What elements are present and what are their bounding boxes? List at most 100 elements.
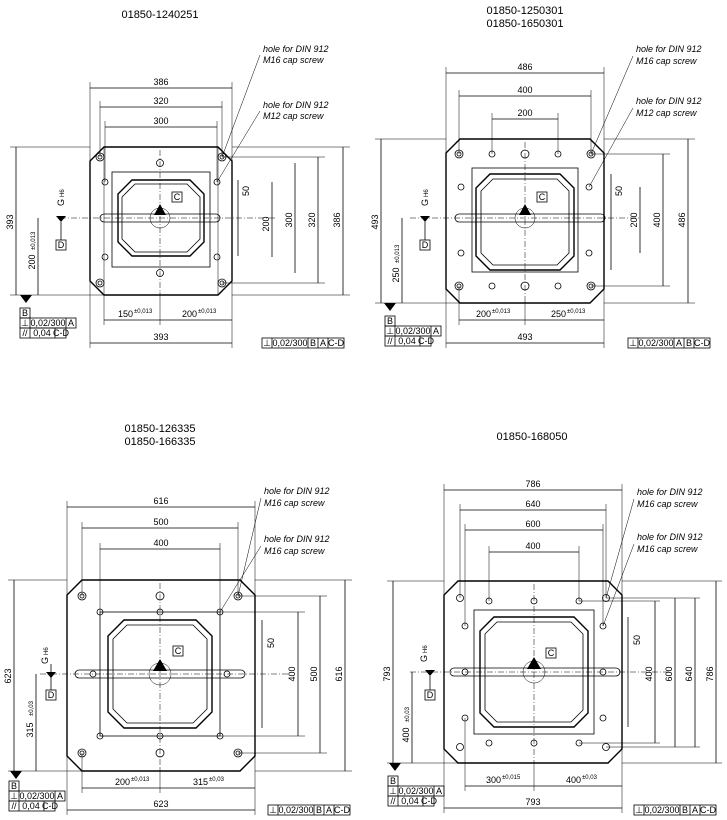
svg-text:315: 315 <box>25 722 35 737</box>
svg-text:C-D: C-D <box>334 805 350 815</box>
svg-text:486: 486 <box>517 62 532 72</box>
svg-text:hole for DIN 912: hole for DIN 912 <box>263 44 329 54</box>
svg-text:400: 400 <box>153 538 168 548</box>
svg-text:400: 400 <box>644 666 654 681</box>
mounting-holes <box>95 152 227 288</box>
svg-text:640: 640 <box>684 666 694 681</box>
svg-text:400: 400 <box>525 541 540 551</box>
svg-text:M12 cap screw: M12 cap screw <box>263 111 324 121</box>
svg-text:400: 400 <box>401 727 411 742</box>
svg-text:0,04: 0,04 <box>22 801 40 811</box>
svg-text:C: C <box>539 192 546 202</box>
svg-text:0,04: 0,04 <box>33 328 51 338</box>
datum-d-box <box>55 239 67 251</box>
svg-text:200: 200 <box>182 309 197 319</box>
svg-text:786: 786 <box>705 666 715 681</box>
svg-text:793: 793 <box>382 666 392 681</box>
svg-text:A: A <box>433 326 439 336</box>
svg-text:A: A <box>57 791 63 801</box>
panel-4: 01850-168050 C D G H6 786 640 600 400 ho… <box>382 431 722 816</box>
svg-text:D: D <box>58 240 65 250</box>
svg-text:hole for DIN 912: hole for DIN 912 <box>637 487 703 497</box>
svg-text:M16 cap screw: M16 cap screw <box>264 546 325 556</box>
svg-text://: // <box>11 801 17 811</box>
datum-c-box <box>171 191 183 203</box>
svg-text:B: B <box>390 776 396 786</box>
svg-text:H6: H6 <box>44 647 50 655</box>
svg-text:C-D: C-D <box>421 796 437 806</box>
svg-text:400: 400 <box>517 85 532 95</box>
svg-text:50: 50 <box>632 635 642 645</box>
svg-text:hole for DIN 912: hole for DIN 912 <box>263 100 329 110</box>
svg-text:0,04: 0,04 <box>398 336 416 346</box>
panel-2: 01850-1250301 01850-1650301 C D G H6 486… <box>370 5 710 349</box>
fcf-left: B ⊥ 0,02/300 A // 0,04 C-D <box>387 775 445 807</box>
svg-text:400: 400 <box>287 666 297 681</box>
svg-text:250: 250 <box>391 267 401 282</box>
svg-text:G: G <box>419 655 429 662</box>
svg-text:150: 150 <box>118 309 133 319</box>
svg-text:393: 393 <box>5 214 15 229</box>
svg-text:01850-168050: 01850-168050 <box>497 431 568 443</box>
svg-text:200: 200 <box>517 108 532 118</box>
fcf-right: ⊥ 0,02/300 B A C-D <box>267 804 350 816</box>
svg-text:0,02/300: 0,02/300 <box>30 318 65 328</box>
svg-text:⊥: ⊥ <box>635 805 643 815</box>
svg-text:315: 315 <box>193 777 208 787</box>
pocket-octagon <box>479 616 589 728</box>
svg-text:±0,013: ±0,013 <box>198 309 217 315</box>
svg-text://: // <box>387 336 393 346</box>
svg-text:±0,03: ±0,03 <box>209 777 225 783</box>
svg-text:±0,013: ±0,013 <box>395 244 401 263</box>
fcf-right: ⊥ 0,02/300 B A C-D <box>633 804 716 816</box>
svg-text:0,02/300: 0,02/300 <box>638 338 673 348</box>
svg-text:C-D: C-D <box>694 338 710 348</box>
svg-text:01850-126335: 01850-126335 <box>125 423 196 435</box>
fcf-left: B ⊥ 0,02/300 A // 0,04 C-D <box>19 307 77 339</box>
svg-text:hole for DIN 912: hole for DIN 912 <box>636 96 702 106</box>
svg-text:200: 200 <box>629 212 639 227</box>
svg-text:B: B <box>387 316 393 326</box>
svg-text:A: A <box>436 786 442 796</box>
svg-text:300: 300 <box>486 775 501 785</box>
svg-text:01850-1650301: 01850-1650301 <box>486 18 563 30</box>
svg-text:±0,03: ±0,03 <box>582 775 598 781</box>
fcf-left: B ⊥ 0,02/300 A // 0,04 C-D <box>8 780 66 812</box>
svg-text:C-D: C-D <box>328 338 344 348</box>
svg-text:M16 cap screw: M16 cap screw <box>263 55 324 65</box>
svg-text:hole for DIN 912: hole for DIN 912 <box>637 532 703 542</box>
svg-text:0,02/300: 0,02/300 <box>19 791 54 801</box>
svg-text:400: 400 <box>652 212 662 227</box>
svg-text:±0,013: ±0,013 <box>31 231 37 250</box>
svg-text:640: 640 <box>525 499 540 509</box>
svg-text:320: 320 <box>307 212 317 227</box>
svg-text:200: 200 <box>261 216 271 231</box>
svg-text:±0,013: ±0,013 <box>134 309 153 315</box>
svg-text:200: 200 <box>476 309 491 319</box>
svg-text:C-D: C-D <box>42 801 58 811</box>
svg-text:M12 cap screw: M12 cap screw <box>636 108 697 118</box>
svg-text:H6: H6 <box>423 645 429 653</box>
svg-text:B: B <box>682 805 688 815</box>
svg-text:A: A <box>692 805 698 815</box>
svg-text:C-D: C-D <box>418 336 434 346</box>
svg-text:A: A <box>676 338 682 348</box>
svg-text:B: B <box>22 308 28 318</box>
svg-text://: // <box>22 328 28 338</box>
fcf-right: ⊥ 0,02/300 A B C-D <box>627 337 710 349</box>
svg-text:0,02/300: 0,02/300 <box>398 786 433 796</box>
svg-text:A: A <box>320 338 326 348</box>
plate-outline <box>89 146 233 296</box>
inner-pocket <box>111 171 211 268</box>
svg-text:50: 50 <box>266 638 276 648</box>
svg-text:200: 200 <box>27 254 37 269</box>
svg-text:B: B <box>686 338 692 348</box>
svg-text:⊥: ⊥ <box>10 791 18 801</box>
svg-text://: // <box>390 796 396 806</box>
svg-text:±0,03: ±0,03 <box>29 700 35 716</box>
svg-text:50: 50 <box>614 186 624 196</box>
svg-text:⊥: ⊥ <box>386 326 394 336</box>
svg-text:01850-166335: 01850-166335 <box>125 436 196 448</box>
svg-text:0,02/300: 0,02/300 <box>395 326 430 336</box>
svg-text:±0,013: ±0,013 <box>131 777 150 783</box>
